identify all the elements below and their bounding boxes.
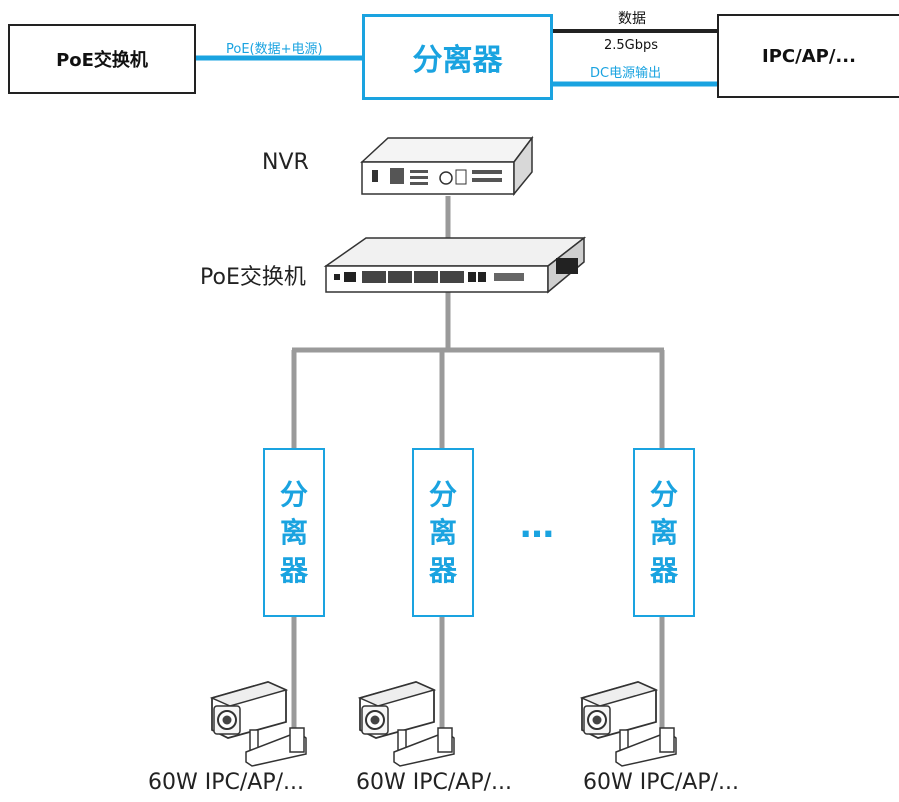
data-label: 数据 [618, 11, 646, 27]
device-box: IPC/AP/... [717, 14, 899, 98]
splitter-char: 分 [279, 477, 308, 511]
poe-link-label: PoE(数据+电源) [226, 42, 323, 57]
splitter-char: 器 [279, 553, 308, 587]
splitter-char: 离 [279, 515, 308, 549]
switch-label: PoE交换机 [200, 265, 306, 290]
splitter-box-label: 分离器 [412, 43, 503, 78]
device-label-3: 60W IPC/AP/... [583, 770, 739, 795]
camera-icon [209, 681, 307, 767]
device-label-1: 60W IPC/AP/... [148, 770, 304, 795]
device-label-2: 60W IPC/AP/... [356, 770, 512, 795]
speed-label: 2.5Gbps [604, 38, 659, 53]
splitter-char: 离 [428, 515, 457, 549]
more-ellipsis: … [520, 506, 556, 546]
splitter-vertical-2: 分 离 器 [412, 448, 474, 617]
splitter-char: 离 [649, 515, 678, 549]
splitter-box: 分离器 [362, 14, 553, 100]
device-box-label: IPC/AP/... [762, 45, 856, 67]
splitter-vertical-3: 分 离 器 [633, 448, 695, 617]
poe-switch-box-label: PoE交换机 [56, 50, 148, 71]
camera-icon [357, 681, 455, 767]
nvr-label: NVR [262, 150, 309, 175]
poe-switch-box: PoE交换机 [8, 24, 196, 94]
splitter-vertical-1: 分 离 器 [263, 448, 325, 617]
splitter-char: 分 [649, 477, 678, 511]
dc-power-label: DC电源输出 [590, 66, 662, 81]
camera-icon [579, 681, 677, 767]
nvr-icon [360, 135, 534, 197]
splitter-char: 器 [428, 553, 457, 587]
splitter-char: 分 [428, 477, 457, 511]
splitter-char: 器 [649, 553, 678, 587]
poe-switch-icon [323, 236, 587, 294]
